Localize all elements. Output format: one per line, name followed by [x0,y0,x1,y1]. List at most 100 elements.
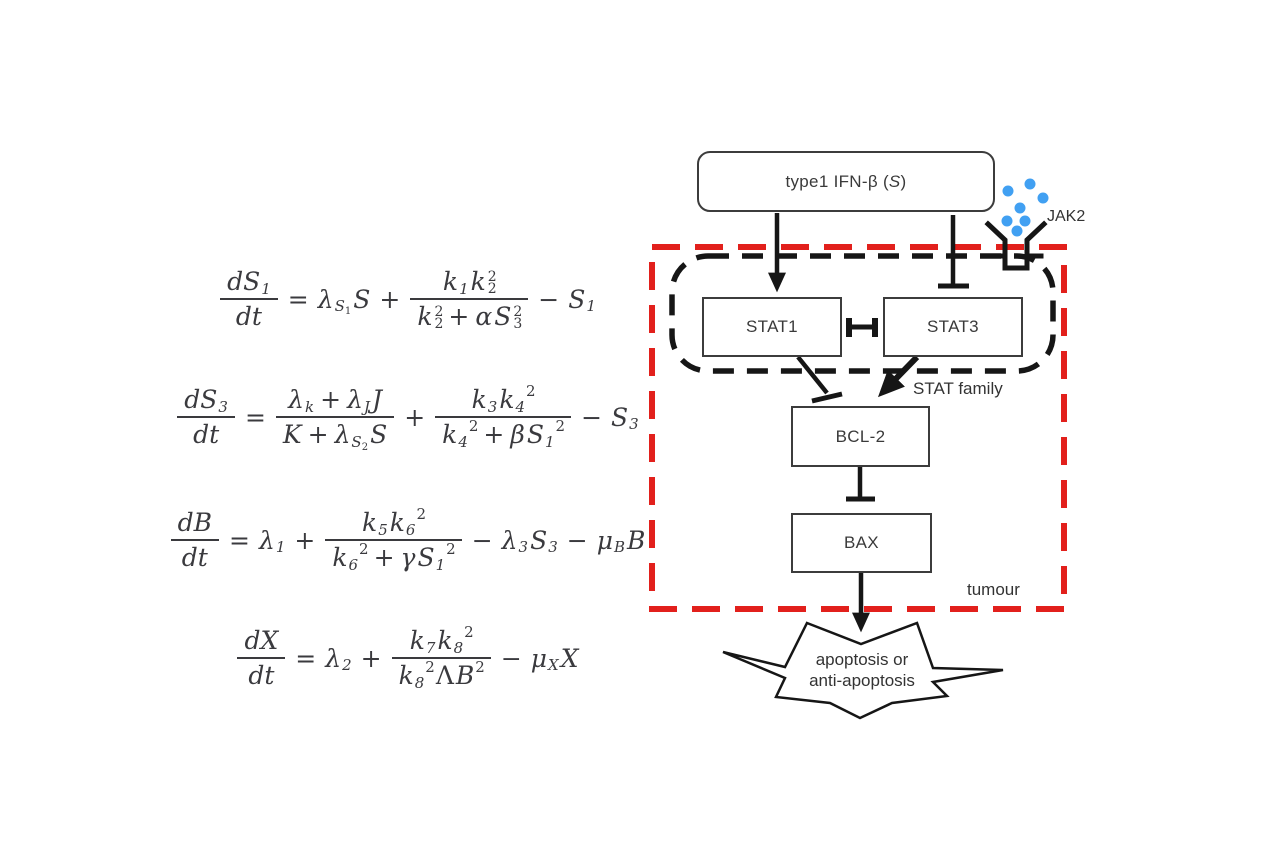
math-o: + [448,302,470,331]
jak2-receptor-icon [984,220,1048,271]
math-sub: X [548,656,559,674]
math-v: λ [258,525,275,555]
math-o: + [320,385,342,414]
math-sub: 3 [218,397,228,416]
math-sub: 8 [453,638,464,657]
math-v: k [442,420,458,449]
math-v: α [475,302,493,331]
ifn-label-pre: type1 IFN-β ( [785,171,889,191]
math-v: S [494,302,512,331]
math-v: dS [227,267,261,296]
math-v: dt [181,543,208,572]
ifn-label-s: S [888,171,901,191]
math-v: S [370,420,388,449]
bcl2-label: BCL-2 [835,426,886,446]
math-sub: 6 [405,520,416,539]
math-v: B [626,525,646,555]
math-sup: 2 [526,381,536,400]
jak2-label: JAK2 [1047,208,1086,225]
math-v: S [417,543,435,572]
math-v: S [353,284,371,314]
math-v: k [389,508,405,537]
math-o: + [379,284,401,314]
math-sub: 1 [459,279,469,298]
pathway-connectors [649,178,1067,720]
math-v: μ [596,525,613,555]
math-v: S [568,284,586,314]
stat1-label: STAT1 [746,317,798,336]
math-v: λ [288,385,305,414]
math-v: k [471,385,487,414]
math-sub: 1 [586,297,596,315]
node-stat3: STAT3 [883,297,1023,357]
math-sub: 4 [458,432,468,451]
math-v: k [442,267,459,296]
math-o: + [373,543,395,572]
math-sup: 2 [555,416,566,435]
math-v: β [510,420,525,449]
math-sup: 2 [468,416,479,435]
math-o: − [471,525,493,555]
math-sub: 3 [487,397,498,416]
math-v: S [530,525,548,555]
math-v: dt [248,661,275,690]
node-ifn-beta: type1 IFN-β (S) [697,151,995,212]
tumour-label: tumour [967,580,1020,599]
math-o: + [307,420,329,449]
math-o: + [360,643,382,673]
math-sub: J [363,397,370,416]
math-v: k [398,661,414,690]
math-v: k [470,267,486,296]
outcome-label-line2: anti-apoptosis [809,671,915,690]
math-sup: 2 [416,504,426,523]
math-sub2: S1 [334,297,352,317]
math-v: λ [334,420,351,449]
math-sup: 2 [475,657,485,676]
math-v: dS [184,385,218,414]
ifn-label-post: ) [900,171,907,191]
math-sub: 7 [425,638,436,657]
math-v: λ [501,525,518,555]
math-v: S [526,420,544,449]
math-sub: B [613,538,625,556]
math-o: − [538,284,560,314]
math-o: = [229,525,250,555]
inhibit-stat1-stat3 [846,318,878,337]
math-sub: 8 [414,673,425,692]
math-sub: 3 [548,538,558,556]
stat-family-label: STAT family [913,379,1003,398]
math-sub: k [305,397,315,416]
math-o: + [294,525,316,555]
math-sub: 1 [544,432,555,451]
math-o: − [500,643,522,673]
math-v: S [611,402,629,432]
inhibit-stat1-bcl2 [796,355,843,404]
node-stat1: STAT1 [702,297,842,357]
pathway-panel: type1 IFN-β (S) STAT1 STAT3 BCL-2 BAX JA… [640,130,1264,790]
stat-family-boundary [669,253,1056,374]
math-sub: 1 [261,279,271,298]
math-sub: 2 [342,656,352,674]
math-sup: 2 [425,657,435,676]
math-v: k [417,302,433,331]
math-o: = [287,284,309,314]
inhibit-bcl2-bax [846,467,875,502]
bax-label: BAX [844,533,879,552]
math-v: k [499,385,515,414]
node-bax: BAX [791,513,932,573]
arrow-stat3-bcl2 [877,354,920,398]
math-sub: 6 [348,555,359,574]
math-u: Λ [435,661,454,690]
